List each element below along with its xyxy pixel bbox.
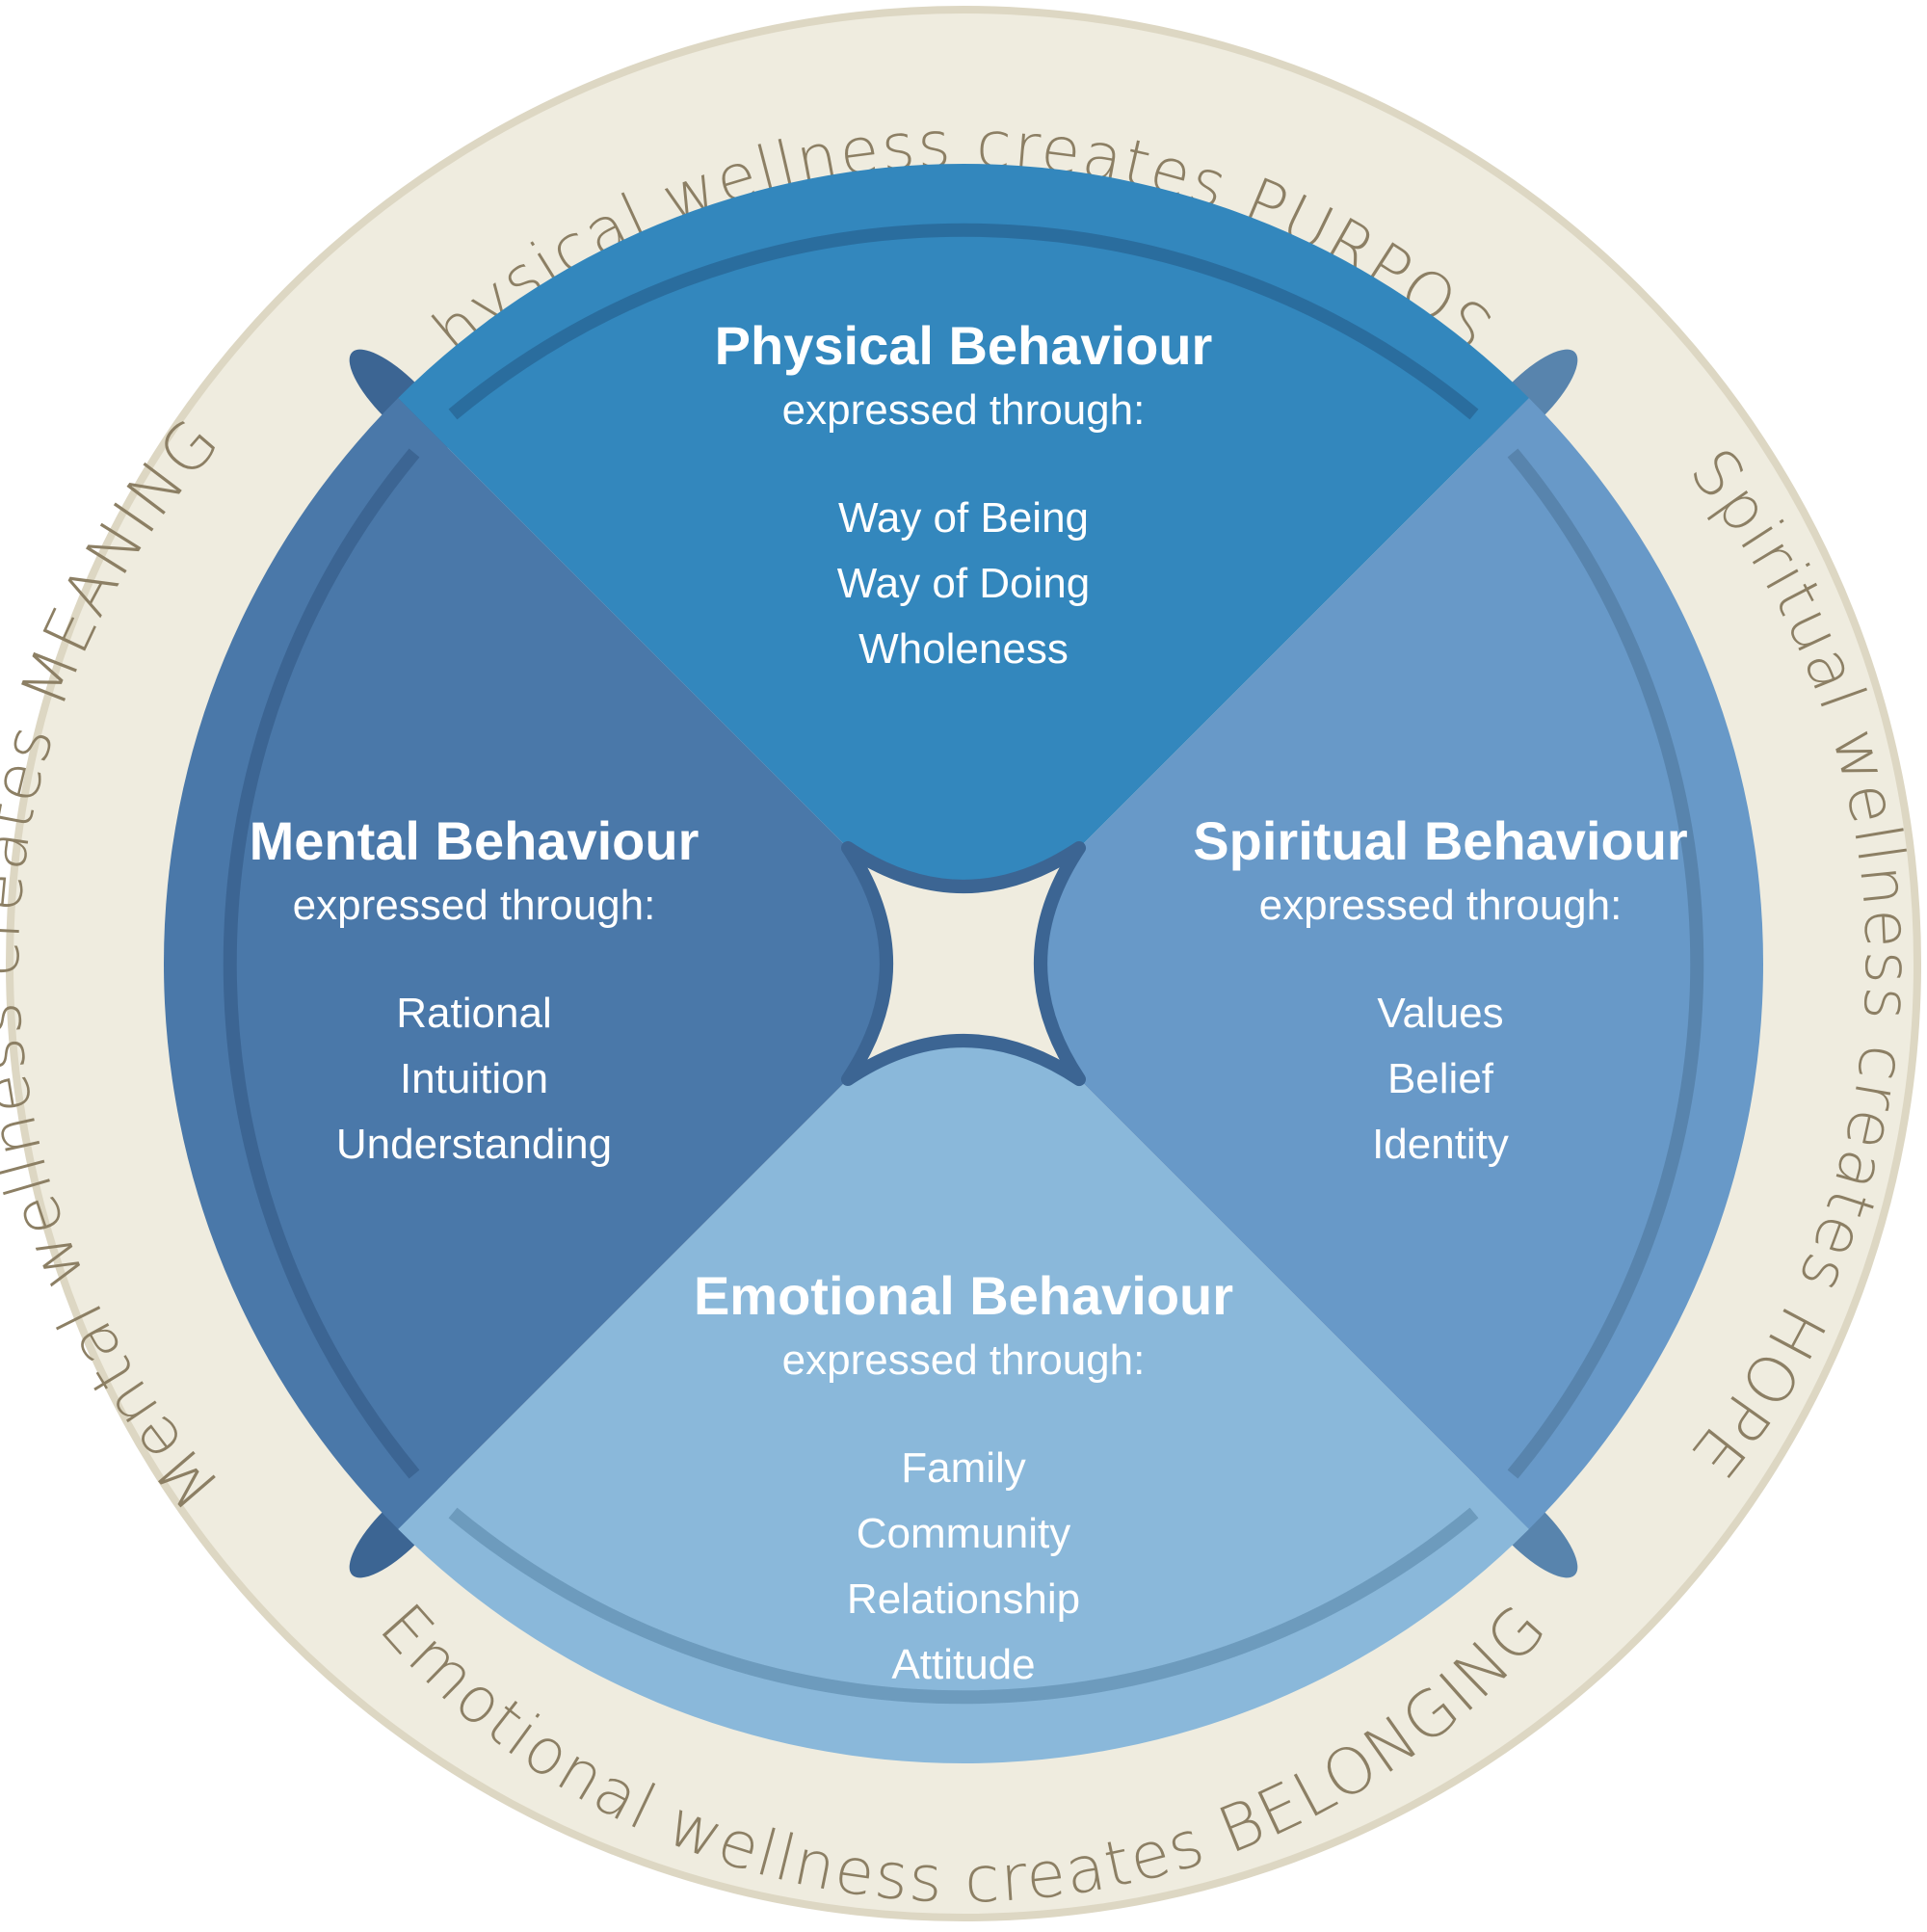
emotional-subtitle: expressed through: bbox=[782, 1337, 1146, 1384]
physical-item: Way of Doing bbox=[837, 560, 1090, 607]
quadrant-emotional-text: Emotional Behaviour expressed through: F… bbox=[694, 1265, 1233, 1688]
physical-item: Way of Being bbox=[838, 494, 1089, 542]
mental-item: Understanding bbox=[336, 1121, 612, 1168]
quadrant-mental-text: Mental Behaviour expressed through: Rati… bbox=[250, 810, 700, 1168]
spiritual-item: Values bbox=[1377, 990, 1503, 1037]
spiritual-item: Identity bbox=[1372, 1121, 1509, 1168]
emotional-item: Community bbox=[857, 1510, 1071, 1557]
physical-subtitle: expressed through: bbox=[782, 386, 1146, 434]
spiritual-subtitle: expressed through: bbox=[1259, 882, 1623, 929]
emotional-item: Family bbox=[901, 1444, 1026, 1492]
spiritual-item: Belief bbox=[1387, 1055, 1494, 1102]
quadrant-spiritual-text: Spiritual Behaviour expressed through: V… bbox=[1193, 810, 1687, 1168]
quadrant-spiritual bbox=[964, 164, 1763, 1763]
mental-item: Intuition bbox=[400, 1055, 548, 1102]
quadrant-physical-text: Physical Behaviour expressed through: Wa… bbox=[715, 315, 1213, 673]
quadrant-borders bbox=[223, 223, 1704, 1705]
emotional-item: Attitude bbox=[891, 1641, 1035, 1688]
quadrant-physical bbox=[164, 164, 1763, 964]
border-spiritual bbox=[1507, 448, 1704, 1479]
mental-subtitle: expressed through: bbox=[293, 882, 656, 929]
mental-item: Rational bbox=[396, 990, 551, 1037]
physical-title: Physical Behaviour bbox=[715, 315, 1213, 376]
emotional-item: Relationship bbox=[847, 1575, 1080, 1623]
border-mental bbox=[223, 448, 420, 1479]
border-emotional bbox=[448, 1507, 1479, 1705]
physical-item: Wholeness bbox=[858, 625, 1069, 673]
emotional-title: Emotional Behaviour bbox=[694, 1265, 1233, 1326]
border-physical bbox=[448, 223, 1479, 420]
quadrant-mental bbox=[164, 164, 964, 1763]
center-star bbox=[841, 841, 1086, 1086]
mental-title: Mental Behaviour bbox=[250, 810, 700, 871]
quadrant-emotional bbox=[164, 964, 1763, 1763]
spiritual-title: Spiritual Behaviour bbox=[1193, 810, 1687, 871]
